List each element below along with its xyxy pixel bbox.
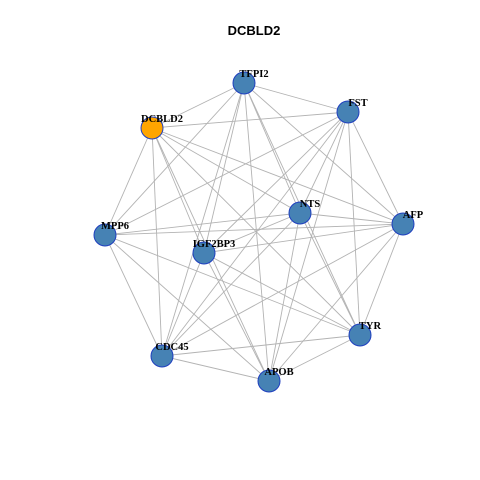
edge-tfpi2-afp [243, 82, 404, 225]
edge-igf2bp3-cdc45 [161, 252, 205, 357]
edge-nts-mpp6 [104, 212, 301, 236]
edge-fst-tyr [347, 111, 361, 336]
node-label-fst: FST [348, 98, 367, 109]
edge-tyr-apob [268, 334, 361, 382]
edge-dcbld2-igf2bp3 [151, 127, 205, 254]
node-igf2bp3 [192, 241, 216, 265]
edge-fst-apob [268, 111, 349, 382]
edge-dcbld2-cdc45 [151, 127, 163, 357]
node-tyr [348, 323, 372, 347]
node-apob [257, 369, 281, 393]
edge-tfpi2-dcbld2 [151, 82, 245, 129]
edge-igf2bp3-tyr [203, 252, 361, 336]
node-label-tfpi2: TFPI2 [239, 69, 268, 80]
node-label-dcbld2: DCBLD2 [141, 114, 183, 125]
edge-fst-mpp6 [104, 111, 349, 236]
node-layer [93, 71, 415, 393]
edge-mpp6-cdc45 [104, 234, 163, 357]
node-label-afp: AFP [403, 210, 424, 221]
edge-tfpi2-mpp6 [104, 82, 245, 236]
edge-tyr-cdc45 [161, 334, 361, 357]
edge-nts-apob [268, 212, 301, 382]
edge-tfpi2-cdc45 [161, 82, 245, 357]
edge-nts-afp [299, 212, 404, 225]
edge-afp-igf2bp3 [203, 223, 404, 254]
edge-afp-tyr [359, 223, 404, 336]
node-tfpi2 [232, 71, 256, 95]
edge-fst-dcbld2 [151, 111, 349, 129]
node-cdc45 [150, 344, 174, 368]
node-fst [336, 100, 360, 124]
node-label-igf2bp3: IGF2BP3 [193, 239, 236, 250]
edge-nts-igf2bp3 [203, 212, 301, 254]
edge-fst-cdc45 [161, 111, 349, 357]
edge-cdc45-apob [161, 355, 270, 382]
edge-afp-mpp6 [104, 223, 404, 236]
edge-dcbld2-mpp6 [104, 127, 153, 236]
node-mpp6 [93, 223, 117, 247]
edge-mpp6-apob [104, 234, 270, 382]
node-label-mpp6: MPP6 [101, 221, 129, 232]
edge-tfpi2-igf2bp3 [203, 82, 245, 254]
edge-mpp6-tyr [104, 234, 361, 336]
node-nts [288, 201, 312, 225]
graph-title: DCBLD2 [228, 23, 281, 38]
edge-dcbld2-afp [151, 127, 404, 225]
node-label-nts: NTS [300, 199, 321, 210]
edge-layer [104, 82, 404, 382]
node-dcbld2 [140, 116, 164, 140]
node-label-apob: APOB [264, 367, 293, 378]
edge-fst-nts [299, 111, 349, 214]
edge-igf2bp3-apob [203, 252, 270, 382]
node-label-tyr: TYR [359, 321, 382, 332]
edge-afp-cdc45 [161, 223, 404, 357]
edge-tfpi2-nts [243, 82, 301, 214]
node-afp [391, 212, 415, 236]
node-label-cdc45: CDC45 [155, 342, 188, 353]
edge-afp-apob [268, 223, 404, 382]
edge-nts-tyr [299, 212, 361, 336]
edge-fst-igf2bp3 [203, 111, 349, 254]
edge-fst-afp [347, 111, 404, 225]
edge-dcbld2-nts [151, 127, 301, 214]
edge-tfpi2-fst [243, 82, 349, 113]
